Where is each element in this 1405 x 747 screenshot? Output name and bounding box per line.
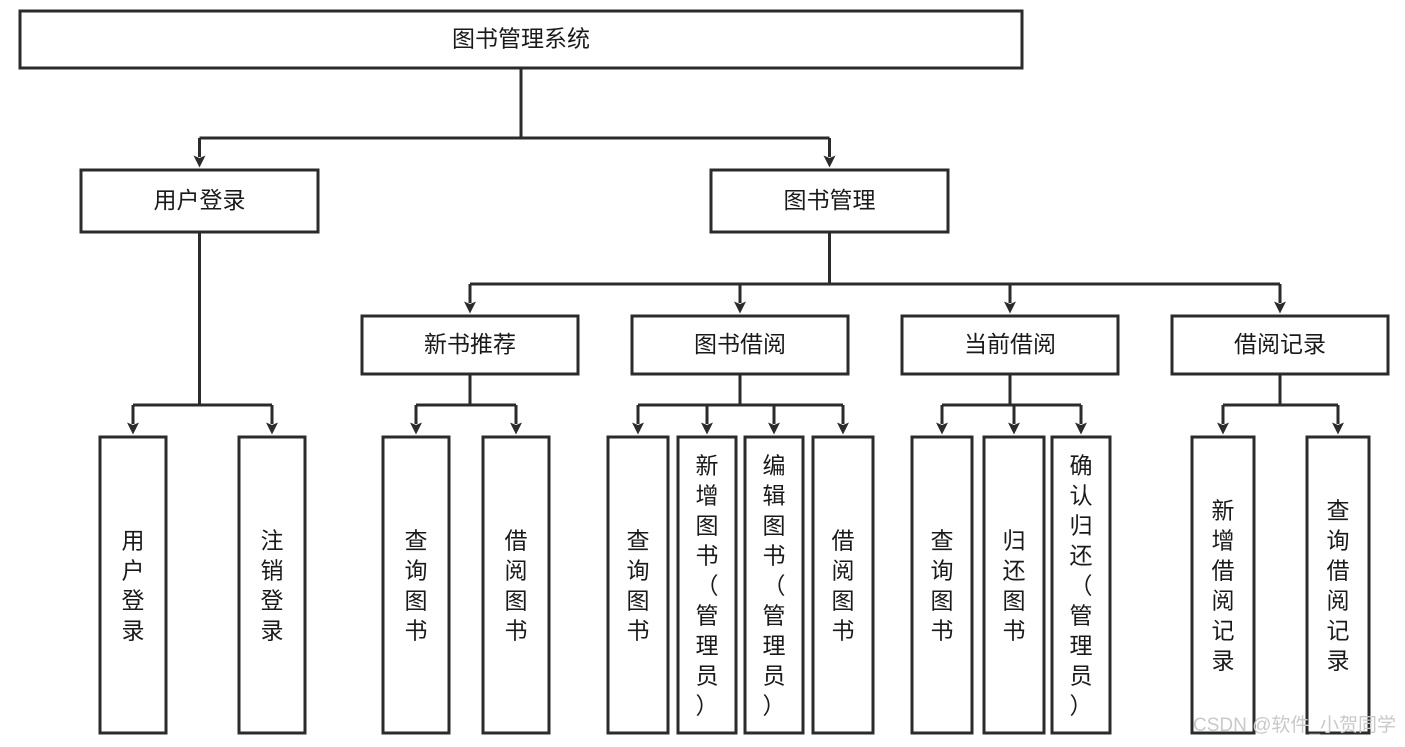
node-new-book-recommend[interactable]: 新书推荐	[360, 314, 580, 376]
node-label: 用户登录	[122, 527, 145, 643]
csdn-watermark: CSDN @软件_小贺同学	[1193, 714, 1396, 736]
node-current-borrow[interactable]: 当前借阅	[900, 314, 1120, 376]
node-leaf-user-logout[interactable]: 注销登录	[237, 435, 307, 735]
node-leaf-query-book-borrow[interactable]: 查询图书	[606, 435, 670, 735]
connector-conn-bookborrow-to-leaves	[632, 374, 849, 435]
node-label: 用户登录	[154, 187, 246, 213]
node-box[interactable]	[811, 435, 875, 735]
node-leaf-user-login[interactable]: 用户登录	[98, 435, 168, 735]
node-box[interactable]	[360, 314, 580, 376]
node-box[interactable]	[982, 435, 1046, 735]
node-box[interactable]	[709, 168, 950, 234]
node-leaf-confirm-return-admin[interactable]: 确认归还（管理员）	[1050, 435, 1112, 735]
node-label: 归还图书	[1003, 527, 1026, 643]
node-label: 查询图书	[405, 527, 428, 643]
connector-conn-userlogin-to-leaves	[127, 232, 278, 435]
node-label: 查询图书	[931, 527, 954, 643]
node-box[interactable]	[237, 435, 307, 735]
node-box[interactable]	[676, 435, 738, 735]
node-box[interactable]	[630, 314, 850, 376]
node-label: 当前借阅	[964, 331, 1056, 357]
node-box[interactable]	[18, 9, 1024, 70]
node-label: 借阅图书	[832, 527, 855, 643]
node-leaf-query-borrow-record[interactable]: 查询借阅记录	[1305, 435, 1371, 735]
node-leaf-add-borrow-record[interactable]: 新增借阅记录	[1190, 435, 1256, 735]
node-label: 新增图书（管理员）	[696, 452, 719, 718]
node-box[interactable]	[381, 435, 451, 735]
node-box[interactable]	[79, 168, 320, 234]
node-label: 图书借阅	[694, 331, 786, 357]
node-label: 查询借阅记录	[1327, 497, 1350, 673]
node-leaf-add-book-admin[interactable]: 新增图书（管理员）	[676, 435, 738, 735]
node-leaf-return-book[interactable]: 归还图书	[982, 435, 1046, 735]
connector-conn-newbook-to-leaves	[410, 374, 522, 435]
node-layer: 图书管理系统用户登录图书管理新书推荐图书借阅当前借阅借阅记录用户登录注销登录查询…	[18, 9, 1390, 735]
node-box[interactable]	[1190, 435, 1256, 735]
node-leaf-borrow-book-rec[interactable]: 借阅图书	[481, 435, 551, 735]
node-borrow-record[interactable]: 借阅记录	[1170, 314, 1390, 376]
node-label: 确认归还（管理员）	[1070, 452, 1093, 718]
node-book-borrow[interactable]: 图书借阅	[630, 314, 850, 376]
connector-layer	[127, 68, 1344, 435]
connector-conn-borrowrecord-to-leaves	[1217, 374, 1344, 435]
node-box[interactable]	[98, 435, 168, 735]
node-label: 查询图书	[627, 527, 650, 643]
node-book-manage[interactable]: 图书管理	[709, 168, 950, 234]
node-box[interactable]	[1050, 435, 1112, 735]
node-label: 图书管理系统	[452, 26, 590, 52]
node-leaf-query-book-rec[interactable]: 查询图书	[381, 435, 451, 735]
node-label: 注销登录	[261, 527, 284, 643]
node-label: 借阅记录	[1234, 331, 1326, 357]
node-root[interactable]: 图书管理系统	[18, 9, 1024, 70]
node-label: 编辑图书（管理员）	[763, 452, 786, 718]
node-box[interactable]	[1305, 435, 1371, 735]
node-box[interactable]	[743, 435, 805, 735]
node-label: 借阅图书	[505, 527, 528, 643]
node-box[interactable]	[900, 314, 1120, 376]
connector-conn-root-to-level1	[193, 68, 836, 168]
node-box[interactable]	[606, 435, 670, 735]
node-box[interactable]	[910, 435, 974, 735]
connector-conn-bookmanage-to-level2	[464, 232, 1286, 314]
node-user-login[interactable]: 用户登录	[79, 168, 320, 234]
node-label: 新增借阅记录	[1212, 497, 1235, 673]
connector-conn-currentborrow-to-leaves	[936, 374, 1087, 435]
node-label: 新书推荐	[424, 331, 516, 357]
node-label: 图书管理	[784, 187, 876, 213]
node-leaf-borrow-book[interactable]: 借阅图书	[811, 435, 875, 735]
node-box[interactable]	[481, 435, 551, 735]
node-leaf-query-book-current[interactable]: 查询图书	[910, 435, 974, 735]
node-box[interactable]	[1170, 314, 1390, 376]
node-leaf-edit-book-admin[interactable]: 编辑图书（管理员）	[743, 435, 805, 735]
